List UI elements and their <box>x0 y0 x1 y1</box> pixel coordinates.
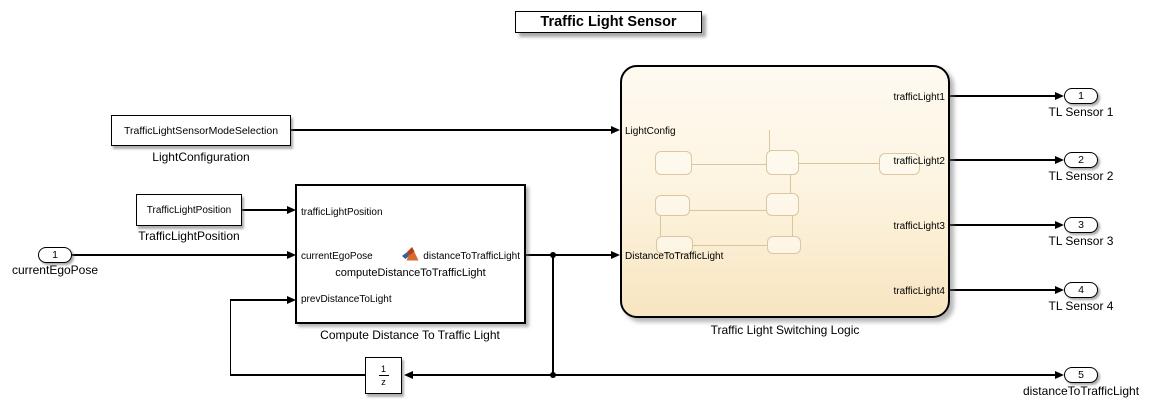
compute-inport-currentegopose: currentEgoPose <box>301 251 373 262</box>
block-label-lightconfiguration: LightConfiguration <box>152 150 250 164</box>
arrowhead <box>1055 370 1064 379</box>
chart-outport-trafficlight1: trafficLight1 <box>893 92 945 103</box>
constant-value: TrafficLightPosition <box>146 204 232 216</box>
state-box <box>656 236 693 254</box>
title-annotation[interactable]: Traffic Light Sensor <box>515 11 702 33</box>
compute-inport-prevdistancetolight: prevDistanceToLight <box>301 294 392 305</box>
state-box <box>655 195 690 216</box>
chart-inport-distancetotrafficlight: DistanceToTrafficLight <box>625 251 724 262</box>
compute-inport-trafficlightposition: trafficLightPosition <box>301 207 383 218</box>
outport-label-tl-sensor-3: TL Sensor 3 <box>1048 234 1114 248</box>
arrowhead <box>1055 91 1064 100</box>
wire-lightconfig[interactable] <box>291 129 613 131</box>
block-label-traffic-light-switching-logic: Traffic Light Switching Logic <box>710 323 860 337</box>
wire-trafficlight4[interactable] <box>950 289 1056 291</box>
state-transition-line <box>799 163 879 164</box>
state-transition-line <box>769 130 770 151</box>
wire-trafficlight1[interactable] <box>950 95 1056 97</box>
outport-4[interactable]: 4 <box>1064 282 1098 298</box>
constant-block-lightconfiguration[interactable]: TrafficLightSensorModeSelection <box>111 115 291 146</box>
inport-label-currentegopose: currentEgoPose <box>11 263 99 277</box>
outport-label-tl-sensor-1: TL Sensor 1 <box>1048 105 1114 119</box>
arrowhead <box>287 250 296 259</box>
arrowhead <box>1055 155 1064 164</box>
outport-label-tl-sensor-2: TL Sensor 2 <box>1048 169 1114 183</box>
state-transition-line <box>790 175 791 193</box>
constant-value: TrafficLightSensorModeSelection <box>123 124 279 137</box>
wire-feedback-vertical[interactable] <box>229 299 231 375</box>
state-transition-line <box>792 216 793 236</box>
unit-delay-numerator: 1 <box>380 364 386 374</box>
fraction-bar <box>378 375 389 376</box>
arrowhead <box>611 250 620 259</box>
arrowhead <box>287 205 296 214</box>
chart-outport-trafficlight4: trafficLight4 <box>893 286 945 297</box>
state-box <box>766 150 799 175</box>
compute-function-name: computeDistanceToTrafficLight <box>335 267 486 279</box>
outport-number: 2 <box>1078 154 1084 166</box>
outport-number: 1 <box>1078 90 1084 102</box>
block-label-compute-distance: Compute Distance To Traffic Light <box>320 328 500 342</box>
wire-distance-branch[interactable] <box>552 255 554 375</box>
state-transition-line <box>693 245 767 246</box>
matlab-function-block-compute-distance[interactable]: trafficLightPosition currentEgoPose prev… <box>295 184 526 324</box>
outport-label-tl-sensor-4: TL Sensor 4 <box>1048 299 1114 313</box>
wire-feedback-top[interactable] <box>230 299 289 301</box>
constant-block-trafficlightposition[interactable]: TrafficLightPosition <box>136 194 242 226</box>
state-box <box>655 151 692 175</box>
stateflow-chart-traffic-light-switching-logic[interactable]: LightConfig DistanceToTrafficLight traff… <box>620 65 950 318</box>
wire-trafficlightposition[interactable] <box>242 209 289 211</box>
state-transition-line <box>692 164 766 165</box>
state-box <box>879 153 920 175</box>
wire-distance-to-chart[interactable] <box>526 254 613 256</box>
arrowhead <box>287 295 296 304</box>
outport-1[interactable]: 1 <box>1064 88 1098 104</box>
arrowhead <box>1055 220 1064 229</box>
state-transition-line <box>660 216 661 236</box>
outport-3[interactable]: 3 <box>1064 217 1098 233</box>
unit-delay-block[interactable]: 1 z <box>365 357 402 394</box>
arrowhead <box>611 125 620 134</box>
arrowhead <box>404 370 413 379</box>
wire-trafficlight3[interactable] <box>950 224 1056 226</box>
state-box <box>767 236 801 254</box>
outport-number: 5 <box>1078 369 1084 381</box>
outport-2[interactable]: 2 <box>1064 152 1098 168</box>
outport-number: 4 <box>1078 284 1084 296</box>
chart-outport-trafficlight3: trafficLight3 <box>893 221 945 232</box>
state-box <box>766 193 799 216</box>
title-text: Traffic Light Sensor <box>540 14 677 30</box>
chart-inport-lightconfig: LightConfig <box>625 126 676 137</box>
arrowhead <box>1055 285 1064 294</box>
chart-outport-trafficlight2: trafficLight2 <box>893 156 945 167</box>
wire-trafficlight2[interactable] <box>950 159 1056 161</box>
state-transition-line <box>690 210 766 211</box>
block-label-trafficlightposition: TrafficLightPosition <box>138 229 240 243</box>
wire-to-unit-delay[interactable] <box>413 374 553 376</box>
inport-1[interactable]: 1 <box>38 247 72 263</box>
wire-feedback-bottom[interactable] <box>230 374 365 376</box>
matlab-function-icon <box>402 247 419 261</box>
wire-distance-outport[interactable] <box>553 374 1055 376</box>
outport-number: 3 <box>1078 219 1084 231</box>
inport-number: 1 <box>52 249 58 261</box>
compute-outport-distancetotrafficlight: distanceToTrafficLight <box>423 251 520 262</box>
wire-currentegopose[interactable] <box>72 254 289 256</box>
unit-delay-denominator: z <box>381 377 386 387</box>
outport-5[interactable]: 5 <box>1064 367 1098 383</box>
outport-label-distancetotrafficlight: distanceToTrafficLight <box>1022 384 1140 398</box>
